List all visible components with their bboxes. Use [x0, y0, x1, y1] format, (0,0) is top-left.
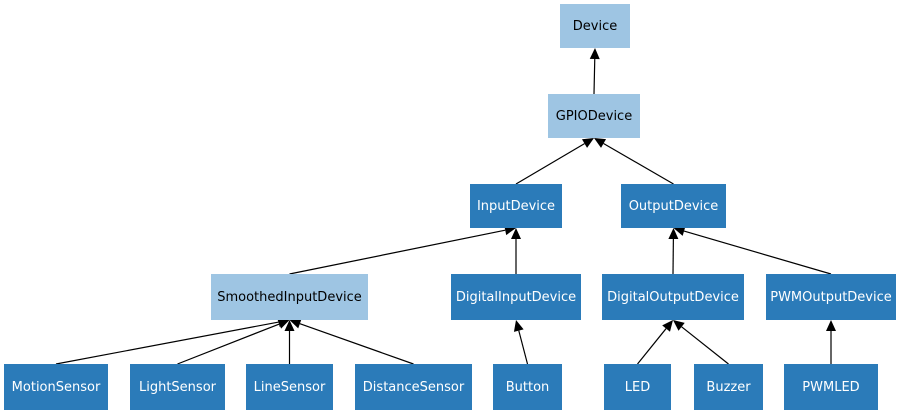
node-label: OutputDevice — [628, 198, 719, 214]
node-led: LED — [604, 364, 671, 410]
node-label: Buzzer — [706, 379, 751, 395]
edge-digitalout-to-output — [668, 228, 679, 275]
arrowhead — [277, 319, 290, 329]
node-button: Button — [493, 364, 562, 410]
node-label: Button — [505, 379, 550, 395]
arrowhead — [668, 228, 679, 240]
node-label: LineSensor — [253, 379, 326, 395]
node-input: InputDevice — [470, 184, 562, 228]
edge-line — [177, 323, 280, 365]
edge-line — [299, 323, 414, 365]
arrowhead — [826, 320, 836, 331]
node-label: DigitalInputDevice — [455, 289, 577, 305]
edge-motion-to-smoothed — [55, 317, 290, 365]
edge-light-to-smoothed — [177, 319, 290, 365]
edge-input-to-gpio — [515, 138, 594, 185]
node-line: LineSensor — [246, 364, 333, 410]
node-pwmled: PWMLED — [784, 364, 878, 410]
node-label: GPIODevice — [555, 108, 633, 124]
node-output: OutputDevice — [621, 184, 726, 228]
node-label: DigitalOutputDevice — [607, 289, 739, 305]
arrowhead — [511, 228, 521, 239]
node-label: InputDevice — [476, 198, 556, 214]
edge-output-to-gpio — [594, 138, 674, 185]
edge-pwmout-to-output — [673, 226, 832, 275]
node-digitalout: DigitalOutputDevice — [602, 274, 744, 320]
edge-pwmled-to-pwmout — [826, 320, 836, 364]
edge-gpio-to-device — [589, 48, 600, 95]
edge-line — [603, 142, 674, 185]
node-buzzer: Buzzer — [694, 364, 763, 410]
edge-distance-to-smoothed — [289, 318, 414, 365]
edge-line — [681, 326, 729, 365]
arrowhead — [673, 226, 686, 236]
edge-buzzer-to-digitalout — [673, 320, 729, 365]
node-motion: MotionSensor — [4, 364, 108, 410]
node-distance: DistanceSensor — [355, 364, 472, 410]
arrowhead — [673, 320, 685, 331]
node-label: Device — [572, 18, 618, 34]
arrowhead — [284, 320, 295, 331]
edge-line — [593, 58, 596, 95]
arrowhead — [581, 138, 594, 148]
node-pwmout: PWMOutputDevice — [766, 274, 896, 320]
edge-line — [518, 330, 529, 365]
node-digitalin: DigitalInputDevice — [451, 274, 581, 320]
node-light: LightSensor — [130, 364, 225, 410]
edge-line — [55, 321, 279, 365]
arrowhead — [589, 48, 600, 60]
node-gpio: GPIODevice — [548, 94, 640, 138]
edge-line — [637, 328, 667, 365]
edge-digitalin-to-input — [511, 228, 521, 274]
edge-button-to-digitalin — [513, 320, 529, 365]
edge-line — [289, 229, 506, 275]
edge-smoothed-to-input — [289, 225, 516, 275]
arrowhead — [662, 320, 673, 332]
node-label: PWMLED — [802, 379, 860, 395]
edge-line — [515, 143, 585, 185]
node-label: DistanceSensor — [362, 379, 465, 395]
arrowhead — [594, 138, 607, 148]
node-label: PWMOutputDevice — [770, 289, 892, 305]
node-smoothed: SmoothedInputDevice — [211, 274, 368, 320]
arrowhead — [513, 320, 524, 332]
edge-line-to-smoothed — [284, 320, 295, 364]
edge-led-to-digitalout — [637, 320, 673, 365]
node-label: LightSensor — [138, 379, 216, 395]
edge-line — [683, 230, 832, 275]
node-device: Device — [560, 4, 630, 48]
node-label: SmoothedInputDevice — [217, 289, 362, 305]
arrowhead — [289, 318, 302, 329]
node-label: LED — [624, 379, 651, 395]
node-label: MotionSensor — [11, 379, 101, 395]
